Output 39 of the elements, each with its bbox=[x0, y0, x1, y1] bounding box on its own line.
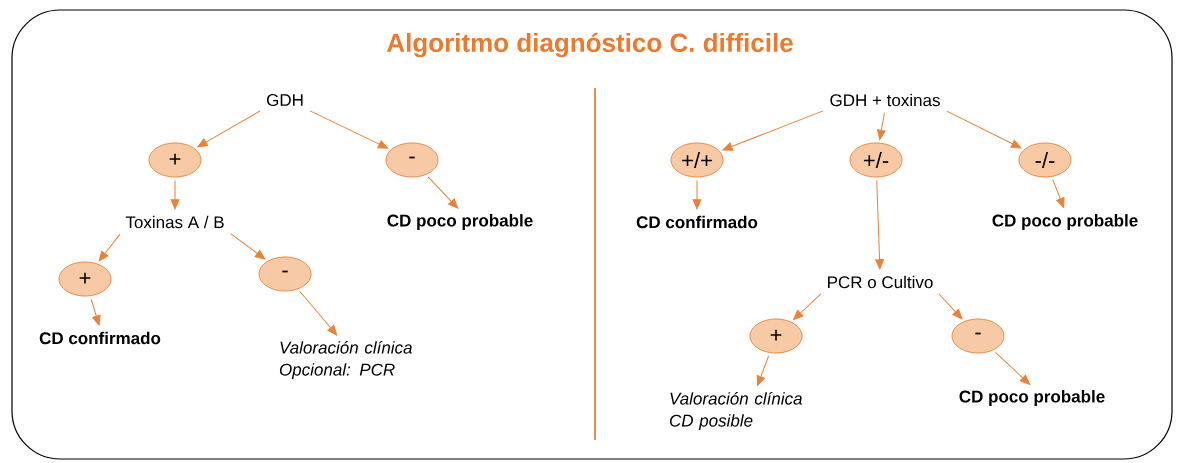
arrow bbox=[98, 233, 121, 262]
result-oval: - bbox=[385, 142, 439, 178]
arrow bbox=[692, 179, 702, 210]
result-note: Valoración clínica Opcional: PCR bbox=[279, 341, 412, 380]
result-label: CD confirmado bbox=[39, 331, 161, 345]
result-label: CD confirmado bbox=[636, 215, 758, 229]
arrow bbox=[994, 351, 1031, 385]
result-note: Valoración clínica CD posible bbox=[669, 392, 802, 431]
arrow bbox=[875, 179, 884, 270]
arrow bbox=[877, 112, 886, 140]
result-label: CD poco probable bbox=[992, 214, 1138, 230]
result-oval: -/- bbox=[1018, 142, 1072, 178]
arrow bbox=[309, 110, 389, 149]
arrow bbox=[427, 176, 459, 209]
title: Algoritmo diagnóstico C. difficile bbox=[387, 32, 793, 58]
result-oval: - bbox=[951, 318, 1005, 354]
result-label: CD poco probable bbox=[959, 390, 1105, 406]
result-oval: + bbox=[148, 142, 202, 178]
arrow bbox=[170, 179, 180, 210]
test-label: Toxinas A / B bbox=[125, 215, 224, 229]
arrow bbox=[230, 233, 266, 260]
result-oval: +/+ bbox=[670, 142, 724, 178]
arrow bbox=[722, 110, 824, 151]
arrow bbox=[793, 293, 822, 320]
arrow bbox=[756, 355, 770, 386]
test-label: GDH bbox=[267, 94, 303, 107]
test-label: GDH + toxinas bbox=[830, 93, 940, 107]
test-label: PCR o Cultivo bbox=[828, 275, 933, 289]
arrow bbox=[299, 291, 338, 336]
arrow bbox=[938, 293, 963, 320]
result-oval: - bbox=[258, 256, 312, 292]
arrow bbox=[197, 110, 261, 148]
result-oval: + bbox=[58, 261, 112, 297]
result-oval: + bbox=[749, 318, 803, 354]
result-label: CD poco probable bbox=[387, 214, 533, 230]
arrow bbox=[1052, 179, 1065, 208]
result-oval: +/- bbox=[849, 142, 903, 178]
arrow bbox=[90, 298, 101, 326]
arrow bbox=[946, 110, 1022, 149]
